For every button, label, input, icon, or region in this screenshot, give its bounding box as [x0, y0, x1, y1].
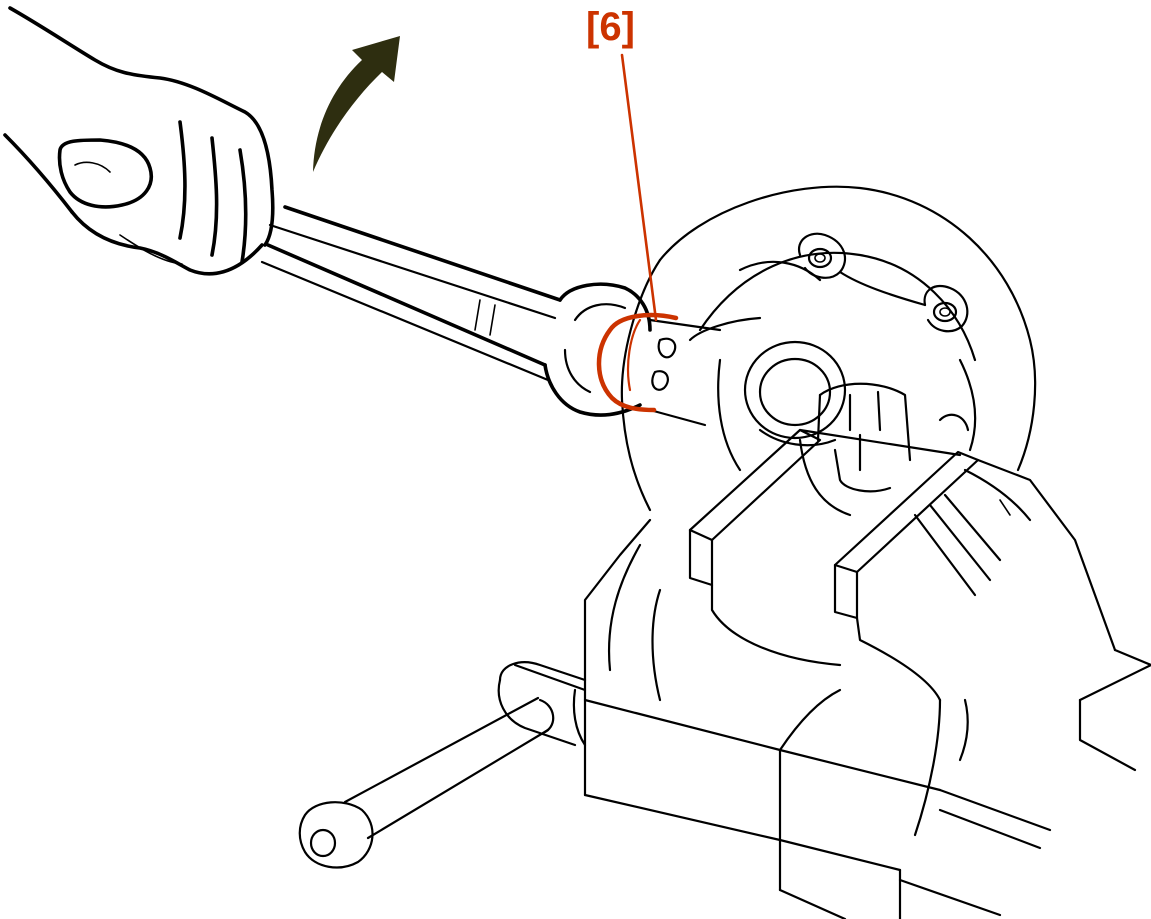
bench-vise [497, 428, 1151, 919]
callout-ring [596, 312, 679, 413]
workpiece-yoke [798, 382, 912, 517]
shaft [648, 318, 722, 427]
wrench [260, 205, 652, 417]
callout-label: [6] [586, 5, 635, 49]
flange-disc [620, 185, 1037, 512]
curved-arrow-up-icon [313, 36, 400, 172]
vise-handle [298, 696, 555, 869]
hand [3, 6, 275, 276]
callout-leader-line [620, 53, 658, 322]
hub [688, 232, 977, 472]
